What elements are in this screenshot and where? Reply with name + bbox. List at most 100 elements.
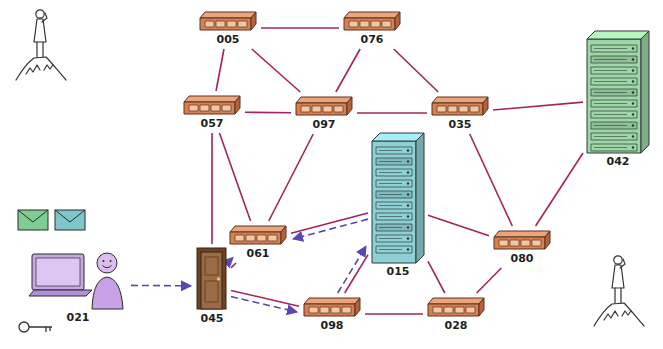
router-node: 076 (342, 10, 402, 46)
node-icon (228, 224, 288, 246)
server-bay (376, 202, 412, 209)
node-label: 045 (201, 312, 224, 325)
server-light (407, 171, 409, 173)
envelope-icon (18, 210, 48, 230)
hiker-legs (37, 42, 43, 57)
node-label: 035 (449, 118, 472, 131)
network-link (291, 213, 368, 233)
router-port (459, 106, 468, 112)
server-bay (376, 224, 412, 231)
person-head (97, 253, 117, 273)
router-top (428, 298, 484, 304)
router-port (268, 235, 277, 241)
server-icon (587, 31, 649, 153)
server-bay (376, 158, 412, 165)
router-side (251, 12, 256, 30)
server-light (632, 124, 634, 126)
server-light (407, 248, 409, 250)
router-port (437, 106, 446, 112)
router-front (432, 103, 483, 115)
server-light (407, 160, 409, 162)
router-front (230, 232, 281, 244)
node-label: 021 (67, 311, 90, 324)
server-slot (379, 150, 402, 151)
server-slot (594, 114, 627, 115)
network-link (269, 134, 314, 221)
laptop-display (36, 258, 80, 286)
router-side (355, 298, 360, 316)
router-port (205, 21, 214, 27)
node-icon (28, 246, 128, 310)
server-light (632, 58, 634, 60)
router-node: 028 (426, 296, 486, 332)
laptop-screen (32, 254, 84, 290)
server-light (407, 149, 409, 151)
hill (16, 57, 66, 80)
server-slot (594, 147, 627, 148)
router-node: 097 (294, 95, 354, 131)
node-icon (430, 95, 490, 117)
router-port (323, 106, 332, 112)
server-node: 042 (586, 30, 650, 168)
node-icon (371, 132, 425, 264)
network-link (211, 133, 213, 244)
server-side (416, 133, 424, 263)
server-light (632, 113, 634, 115)
router-front (296, 103, 347, 115)
router-icon (344, 12, 400, 30)
server-slot (379, 161, 402, 162)
hiker-head (36, 10, 44, 18)
server-light (632, 146, 634, 148)
node-icon (302, 296, 362, 318)
router-side (347, 97, 352, 115)
node-icon (182, 94, 242, 116)
network-link (394, 49, 439, 92)
server-slot (594, 136, 627, 137)
server-slot (379, 205, 402, 206)
router-top (296, 97, 352, 103)
server-light (632, 91, 634, 93)
server-node: 015 (371, 132, 425, 278)
router-port (433, 307, 442, 313)
message-path-arrow (231, 297, 297, 312)
node-label: 028 (445, 319, 468, 332)
server-bay (591, 144, 637, 151)
server-light (632, 102, 634, 104)
node-label: 097 (313, 118, 336, 131)
router-front (184, 102, 235, 114)
server-slot (594, 81, 627, 82)
server-slot (379, 216, 402, 217)
server-bay (376, 180, 412, 187)
network-link (428, 261, 445, 293)
router-front (494, 237, 545, 249)
router-port (444, 307, 453, 313)
router-top (344, 12, 400, 18)
router-port (216, 21, 225, 27)
server-slot (594, 48, 627, 49)
envelope-icon (55, 210, 85, 230)
user-at-laptop (29, 253, 123, 309)
router-port (382, 21, 391, 27)
server-side (641, 31, 649, 153)
server-slot (379, 172, 402, 173)
hill-scribble (604, 311, 631, 320)
person-eye (110, 260, 112, 262)
person-body (92, 277, 123, 309)
node-label: 080 (511, 252, 534, 265)
network-link (365, 313, 423, 315)
server-bay (376, 235, 412, 242)
router-port (246, 235, 255, 241)
network-link (357, 112, 427, 114)
network-link (252, 49, 301, 92)
router-top (230, 226, 286, 232)
server-slot (594, 92, 627, 93)
router-port (200, 105, 209, 111)
server-light (632, 47, 634, 49)
node-icon (426, 296, 486, 318)
server-top (587, 31, 649, 39)
server-bay (591, 45, 637, 52)
server-light (407, 204, 409, 206)
router-front (200, 18, 251, 30)
envelope-body (55, 210, 85, 230)
router-top (432, 97, 488, 103)
